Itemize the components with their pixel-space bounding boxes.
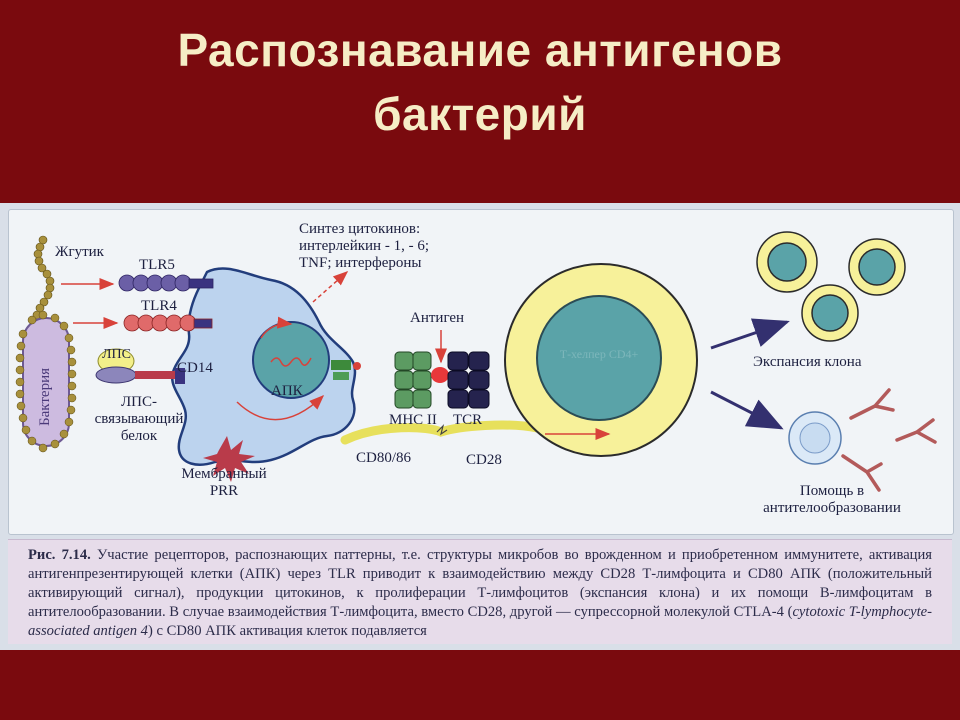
label-mhc2: MHC II [389, 412, 437, 428]
slide-title: Распознавание антигенов бактерий [0, 18, 960, 146]
label-antibody-help-line2: антителообразовании [763, 500, 901, 516]
label-lps-binding: ЛПС- связывающий белок [84, 394, 194, 445]
caption-text-italic: cytotoxic T-lymphocyte-associated antige… [28, 604, 932, 639]
label-flagellum: Жгутик [55, 244, 104, 260]
tcr-molecule [447, 351, 490, 409]
label-cytokines-line1: Синтез цитокинов: [299, 221, 421, 237]
label-cytokines-line2: интерлейкин - 1, - 6; [299, 238, 429, 254]
slide-title-line2: бактерий [373, 88, 587, 140]
figure: Жгутик TLR5 TLR4 ЛПС CD14 Бактерия ЛПС- … [0, 203, 960, 650]
tlr4-receptor [123, 314, 213, 332]
label-lps-binding-line1: ЛПС- [120, 394, 157, 410]
label-lps: ЛПС [102, 347, 131, 362]
label-cytokines: Синтез цитокинов: интерлейкин - 1, - 6; … [299, 221, 429, 272]
label-cd14: CD14 [177, 360, 213, 376]
label-cytokines-line3: TNF; интерфероны [299, 255, 422, 271]
caption-text-part1: Участие рецепторов, распознающих паттерн… [28, 547, 932, 620]
caption-text-part2: ) с CD80 АПК активация клеток подавляетс… [147, 623, 427, 639]
antigen-processing [331, 360, 361, 380]
membrane-prr [203, 436, 255, 482]
label-apc: АПК [271, 383, 303, 399]
label-cd80-86: CD80/86 [356, 450, 412, 466]
label-lps-binding-line3: белок [120, 428, 158, 444]
clone-cells [756, 231, 906, 342]
lps-binding-protein [95, 366, 137, 384]
caption-fig-label: Рис. 7.14. [28, 547, 91, 563]
label-antibody-help: Помощь в антителообразовании [737, 483, 927, 517]
label-lps-binding-line2: связывающий [94, 411, 184, 427]
label-antigen: Антиген [410, 310, 465, 326]
arrow-expansion [710, 318, 790, 350]
bacterium [15, 310, 77, 453]
diagram-panel: Жгутик TLR5 TLR4 ЛПС CD14 Бактерия ЛПС- … [8, 209, 954, 535]
label-cd28: CD28 [466, 452, 502, 468]
antigen-peptide [431, 367, 449, 383]
arrow-help [710, 390, 784, 430]
t-cell-nucleus [536, 295, 662, 421]
label-membrane-prr-line1: Мембранный [181, 466, 267, 482]
label-membrane-prr: Мембранный PRR [169, 466, 279, 500]
label-tlr4: TLR4 [141, 298, 177, 314]
mhc2-molecule [394, 351, 432, 409]
figure-caption: Рис. 7.14. Участие рецепторов, распознаю… [8, 539, 952, 644]
cd14-bar [135, 371, 175, 379]
antibodies [841, 388, 937, 492]
label-antibody-help-line1: Помощь в [799, 483, 865, 499]
label-bacterium: Бактерия [37, 367, 53, 426]
label-t-cell: Т-хелпер CD4+ [559, 347, 639, 361]
slide-title-line1: Распознавание антигенов [177, 24, 783, 76]
label-membrane-prr-line2: PRR [209, 483, 239, 499]
diagram-graphic [15, 231, 937, 492]
caption-text: Рис. 7.14. Участие рецепторов, распознаю… [28, 546, 932, 641]
label-clone-expansion: Экспансия клона [753, 354, 862, 370]
tlr5-receptor [118, 274, 214, 292]
label-tlr5: TLR5 [139, 257, 175, 273]
label-tcr: TCR [453, 412, 483, 428]
flagellum-chain [32, 235, 55, 320]
